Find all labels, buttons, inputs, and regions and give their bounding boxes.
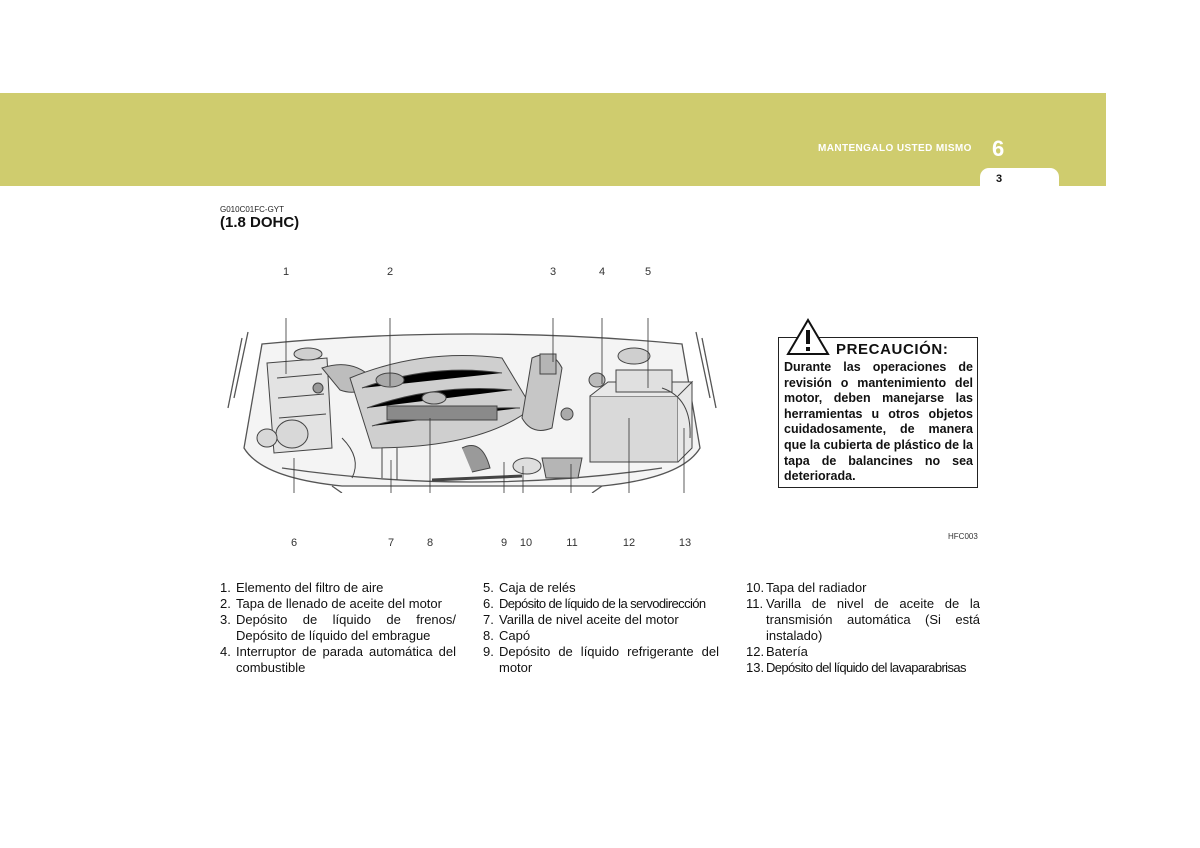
- callout-13: 13: [678, 537, 692, 549]
- caution-box: [778, 337, 978, 488]
- callout-1: 1: [282, 266, 290, 278]
- callout-9: 9: [500, 537, 508, 549]
- list-text: Depósito de líquido de la servodirección: [499, 595, 706, 611]
- list-item: 2. Tapa de llenado de aceite del motor: [220, 596, 456, 612]
- list-item: 13.Depósito del líquido del lavaparabris…: [746, 660, 980, 676]
- list-number: 10.: [746, 580, 765, 595]
- callout-8: 8: [426, 537, 434, 549]
- list-item: 8. Capó: [483, 628, 719, 644]
- list-text: Depósito de líquido de frenos/ Depósito …: [236, 611, 456, 643]
- list-item: 5. Caja de relés: [483, 580, 719, 596]
- list-number: 13.: [746, 659, 765, 675]
- list-number: 5.: [483, 580, 494, 595]
- list-number: 12.: [746, 643, 765, 659]
- list-text: Tapa del radiador: [766, 580, 867, 595]
- section-code: G010C01FC-GYT: [220, 205, 285, 214]
- caution-body: Durante las operaciones de revisión o ma…: [784, 360, 973, 484]
- chapter-header-band: [0, 93, 1106, 186]
- page-number-tab: [980, 168, 1059, 186]
- list-number: 1.: [220, 580, 231, 595]
- list-item: 12.Batería: [746, 644, 980, 660]
- callout-10: 10: [519, 537, 533, 549]
- list-text: Batería: [766, 643, 808, 659]
- callout-4: 4: [598, 266, 606, 278]
- list-item: 9. Depósito de líquido refrigerante del m…: [483, 644, 719, 676]
- callout-7: 7: [387, 537, 395, 549]
- list-number: 6.: [483, 595, 494, 611]
- callout-2: 2: [386, 266, 394, 278]
- callout-5: 5: [644, 266, 652, 278]
- list-text: Interruptor de parada automática del com…: [236, 643, 456, 675]
- legend-column-2: 5. Caja de relés 6. Depósito de líquido de…: [483, 580, 719, 675]
- list-number: 2.: [220, 595, 231, 611]
- list-text: Caja de relés: [499, 580, 576, 595]
- list-number: 8.: [483, 627, 494, 643]
- section-title: (1.8 DOHC): [220, 214, 300, 231]
- legend-column-3: 10.Tapa del radiador 11.Varilla de nivel…: [746, 580, 980, 675]
- callout-3: 3: [549, 266, 557, 278]
- list-text: Depósito del líquido del lavaparabrisas: [766, 659, 967, 675]
- callout-6: 6: [290, 537, 298, 549]
- list-text: Varilla de nivel aceite del motor: [499, 611, 679, 627]
- legend-column-1: 1. Elemento del filtro de aire 2. Tapa de …: [220, 580, 456, 675]
- callout-12: 12: [622, 537, 636, 549]
- list-item: 4. Interruptor de parada automática del c…: [220, 644, 456, 676]
- engine-compartment-illustration: [227, 318, 717, 493]
- callout-11: 11: [566, 537, 578, 549]
- list-text: Capó: [499, 627, 531, 643]
- list-item: 11.Varilla de nivel de aceite de la tran…: [746, 596, 980, 644]
- list-item: 6. Depósito de líquido de la servodirecci…: [483, 596, 719, 612]
- chapter-number: 6: [992, 136, 1005, 161]
- list-number: 3.: [220, 611, 231, 627]
- list-item: 10.Tapa del radiador: [746, 580, 980, 596]
- list-item: 1. Elemento del filtro de aire: [220, 580, 456, 596]
- warning-triangle-icon: [786, 318, 830, 355]
- list-text: Depósito de líquido refrigerante del mot…: [499, 643, 719, 675]
- list-text: Varilla de nivel de aceite de la transmi…: [766, 595, 980, 643]
- figure-code: HFC003: [948, 532, 978, 541]
- list-item: 3. Depósito de líquido de frenos/ Depósit…: [220, 612, 456, 644]
- chapter-title: MANTENGALO USTED MISMO: [818, 143, 972, 154]
- list-text: Elemento del filtro de aire: [236, 580, 384, 595]
- list-number: 9.: [483, 643, 494, 659]
- list-text: Tapa de llenado de aceite del motor: [236, 595, 442, 611]
- list-item: 7. Varilla de nivel aceite del motor: [483, 612, 719, 628]
- list-number: 7.: [483, 611, 494, 627]
- caution-title: PRECAUCIÓN:: [836, 341, 949, 358]
- page-number: 3: [996, 173, 1003, 185]
- list-number: 4.: [220, 643, 231, 659]
- list-number: 11.: [746, 595, 764, 611]
